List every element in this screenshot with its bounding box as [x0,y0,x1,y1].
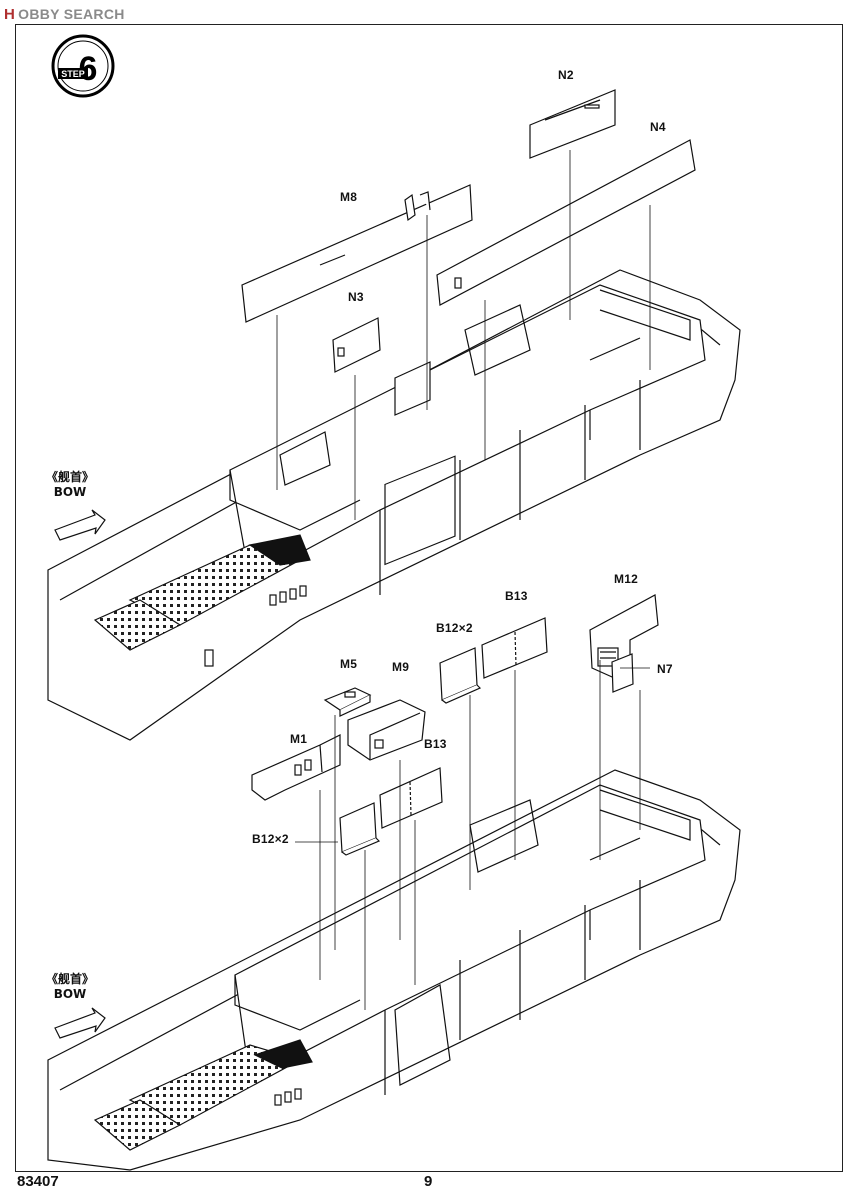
upper-hull [47,269,741,741]
upper-guide-lines [276,150,651,520]
part-n4 [436,139,696,306]
part-b12-upper [439,647,482,704]
label-m5: M5 [340,657,358,671]
watermark: H OBBY SEARCH [4,4,125,24]
part-n2 [529,89,616,159]
page-border [15,24,843,1172]
part-m8 [241,184,473,323]
bow-label-bottom: 《舰首》 BOW [30,972,110,1002]
watermark-logo: H [4,5,16,23]
label-m8: M8 [340,190,358,204]
watermark-text: OBBY SEARCH [18,6,125,22]
step-badge: 6 STEP [51,34,115,98]
product-code: 83407 [17,1173,59,1190]
label-b12x2-upper: B12×2 [436,621,473,635]
step-word: STEP [61,69,85,79]
part-m5 [323,687,372,717]
bow-label-top: 《舰首》 BOW [30,470,110,500]
part-b12-lower [339,802,381,856]
part-n7 [611,653,634,693]
label-m9: M9 [392,660,410,674]
lower-hull [47,769,741,1171]
label-n7: N7 [657,662,673,676]
part-b13-lower [379,767,443,829]
label-m1: M1 [290,732,308,746]
label-b12x2-lower: B12×2 [252,832,289,846]
page-number: 9 [424,1173,433,1190]
label-m12: M12 [614,572,638,586]
bow-label-top-jp: 《舰首》 [45,470,94,484]
label-b13-lower: B13 [424,737,447,751]
part-m9 [347,699,426,761]
bow-label-bottom-jp: 《舰首》 [45,972,94,986]
label-n4: N4 [650,120,666,134]
part-n3 [332,317,381,373]
label-n3: N3 [348,290,364,304]
part-m1 [251,734,341,801]
part-b13-upper [481,617,548,679]
label-b13-upper: B13 [505,589,528,603]
bow-label-bottom-en: BOW [53,987,87,1001]
label-n2: N2 [558,68,574,82]
bow-label-top-en: BOW [53,485,87,499]
lower-guide-lines [295,660,650,1010]
